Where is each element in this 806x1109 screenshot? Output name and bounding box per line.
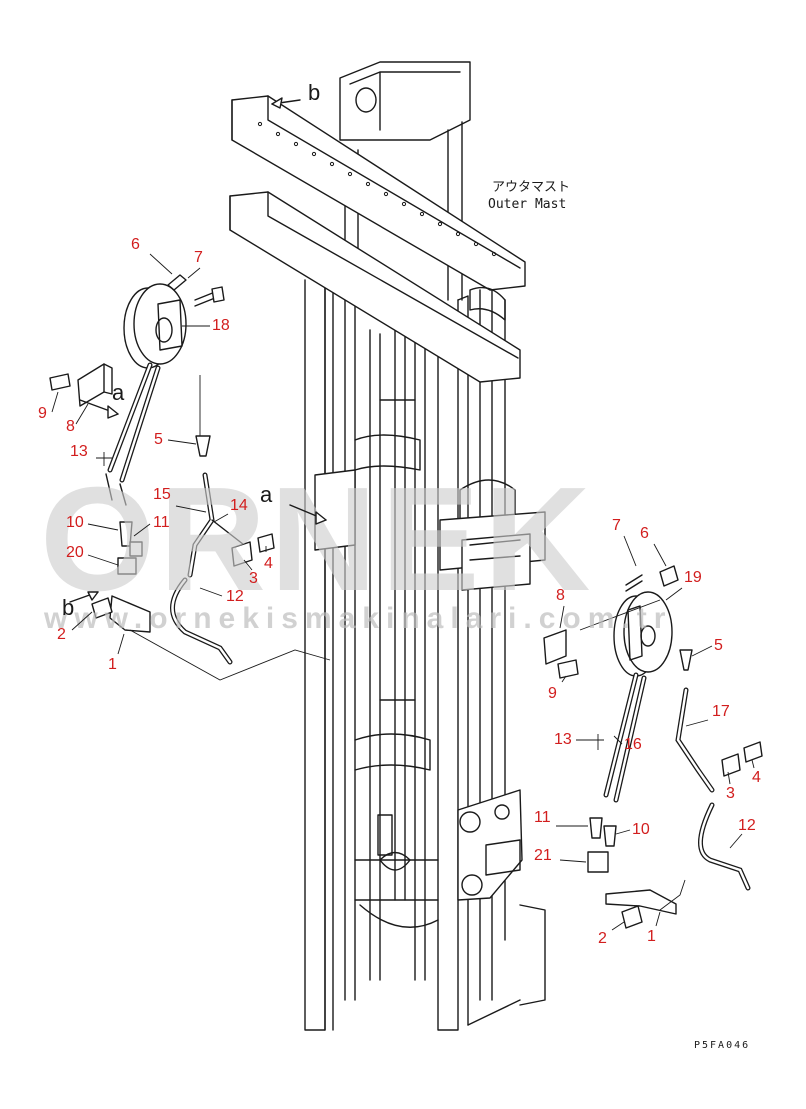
callout-number: 2 bbox=[598, 930, 607, 947]
callout-number: 10 bbox=[66, 514, 84, 531]
callout-number: 8 bbox=[556, 587, 565, 604]
callout-number: 9 bbox=[548, 685, 557, 702]
callout-number: 7 bbox=[612, 517, 621, 534]
left-callouts: 6 7 18 9 8 5 13 15 14 10 11 20 3 4 12 2 … bbox=[38, 236, 273, 673]
callout-number: 4 bbox=[752, 769, 761, 786]
callout-number: 6 bbox=[131, 236, 140, 253]
callout-number: 15 bbox=[153, 486, 171, 503]
view-mark-b-left: b bbox=[62, 591, 99, 620]
callout-number: 13 bbox=[70, 443, 88, 460]
callout-number: 2 bbox=[57, 626, 66, 643]
callout-number: 6 bbox=[640, 525, 649, 542]
callout-number: 8 bbox=[66, 418, 75, 435]
callout-number: 12 bbox=[738, 817, 756, 834]
callout-number: 3 bbox=[249, 570, 258, 587]
callout-number: 7 bbox=[194, 249, 203, 266]
callout-number: 21 bbox=[534, 847, 552, 864]
callout-number: 5 bbox=[154, 431, 163, 448]
hose-reel-right bbox=[613, 591, 673, 677]
outer-mast-label-jp: アウタマスト bbox=[492, 180, 570, 195]
svg-text:b: b bbox=[62, 595, 74, 620]
callout-number: 13 bbox=[554, 731, 572, 748]
callout-number: 3 bbox=[726, 785, 735, 802]
callout-number: 18 bbox=[212, 317, 230, 334]
view-mark-a-center: a bbox=[260, 482, 327, 525]
outer-mast-label-en: Outer Mast bbox=[488, 197, 566, 212]
drawing-code: P5FA046 bbox=[694, 1040, 750, 1051]
callout-number: 12 bbox=[226, 588, 244, 605]
upper-crossbeam bbox=[231, 95, 526, 291]
callout-number: 10 bbox=[632, 821, 650, 838]
callout-number: 14 bbox=[230, 497, 248, 514]
callout-number: 20 bbox=[66, 544, 84, 561]
callout-number: 9 bbox=[38, 405, 47, 422]
left-hose-reel-assembly bbox=[49, 274, 331, 681]
view-mark-a-left: a bbox=[79, 380, 125, 419]
callout-number: 11 bbox=[153, 514, 170, 531]
callout-number: 1 bbox=[647, 928, 656, 945]
hose-reel-left bbox=[123, 283, 187, 369]
lower-crossbeam bbox=[229, 191, 521, 383]
callout-number: 5 bbox=[714, 637, 723, 654]
svg-text:a: a bbox=[260, 482, 273, 507]
svg-text:b: b bbox=[308, 80, 320, 105]
watermark-brand: ORNEK bbox=[40, 457, 594, 622]
view-mark-b-top: b bbox=[271, 80, 320, 109]
watermark-site: www.ornekismakinalari.com.tr bbox=[43, 602, 672, 635]
callout-number: 1 bbox=[108, 656, 117, 673]
callout-number: 4 bbox=[264, 555, 273, 572]
svg-text:a: a bbox=[112, 380, 125, 405]
callout-number: 11 bbox=[534, 809, 551, 826]
right-hose-reel-assembly bbox=[543, 565, 763, 929]
outer-mast bbox=[304, 61, 546, 1031]
callout-number: 17 bbox=[712, 703, 730, 720]
right-callouts: 7 6 19 8 9 5 17 13 16 4 3 11 10 12 21 2 … bbox=[534, 517, 761, 947]
callout-number: 19 bbox=[684, 569, 702, 586]
callout-number: 16 bbox=[624, 736, 642, 753]
